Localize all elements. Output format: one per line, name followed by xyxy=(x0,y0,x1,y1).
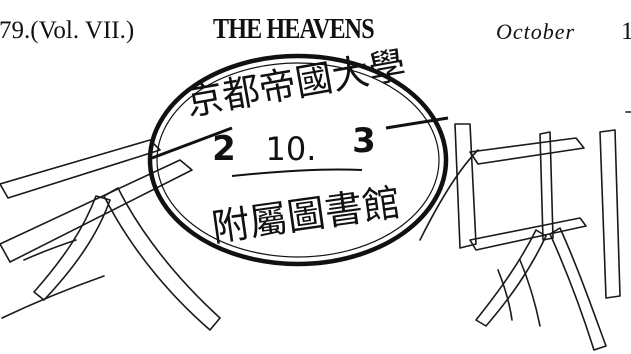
stamp-date-month: 10. xyxy=(266,130,317,168)
stamp-divider-right xyxy=(385,116,449,130)
running-title: THE HEAVENS xyxy=(213,14,375,45)
stamp-outer-oval xyxy=(147,53,449,267)
outline-calligraphy xyxy=(0,111,631,351)
outline-character-left xyxy=(0,139,221,331)
page-number: 1 xyxy=(621,18,631,45)
header-month: October xyxy=(496,19,576,44)
stamp-date-year: 3 xyxy=(352,121,376,161)
running-header: 79.(Vol. VII.) THE HEAVENS October 1 xyxy=(0,12,631,52)
page-reference: 79.(Vol. VII.) xyxy=(0,17,135,44)
outline-character-right xyxy=(419,111,631,351)
library-stamp: 京都帝國大學 2 10. 3 附屬圖書館 xyxy=(147,43,449,267)
stamp-bottom-text: 附屬圖書館 xyxy=(209,180,403,250)
stamp-date-day: 2 xyxy=(212,129,236,169)
stamp-divider-bottom xyxy=(231,168,363,177)
stamp-inner-oval xyxy=(156,62,440,258)
stamp-divider-top xyxy=(151,126,233,160)
